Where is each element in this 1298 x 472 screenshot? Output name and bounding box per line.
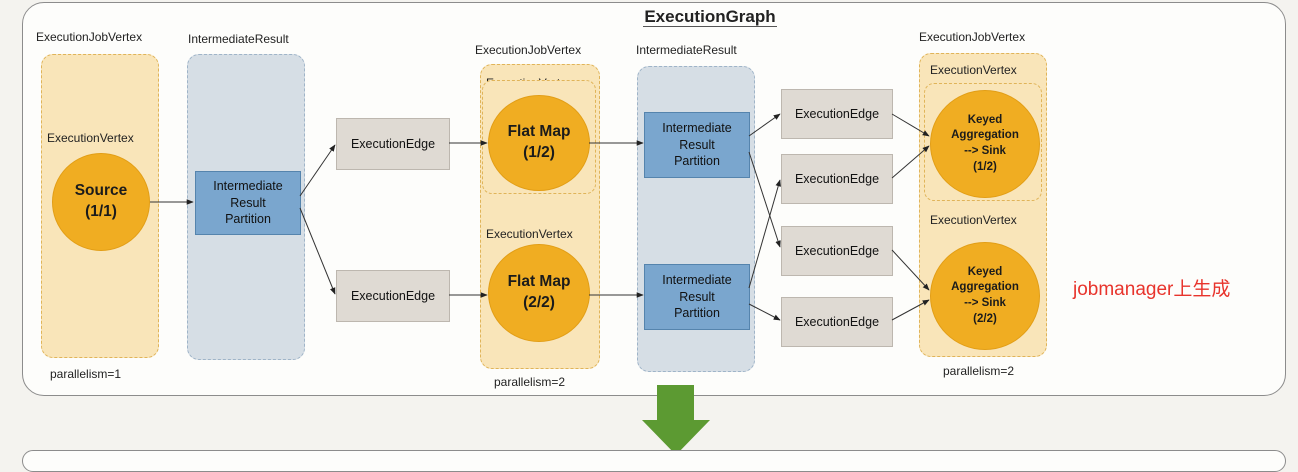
execution-edge-3: ExecutionEdge [781,89,893,139]
next-stage-frame [22,450,1286,472]
source-execution-vertex-label: ExecutionVertex [47,131,134,145]
flatmap-parallelism: parallelism=2 [494,375,566,389]
agg-job-vertex-label: ExecutionJobVertex [919,30,1026,44]
agg2-execution-vertex-label: ExecutionVertex [930,213,1017,227]
agg-parallelism: parallelism=2 [943,364,1015,378]
source-job-vertex-label: ExecutionJobVertex [36,30,143,44]
result-partition-2: Intermediate Result Partition [644,112,750,178]
execution-edge-5: ExecutionEdge [781,226,893,276]
flatmap2-execution-vertex-label: ExecutionVertex [486,227,573,241]
execution-edge-6: ExecutionEdge [781,297,893,347]
source-parallelism: parallelism=1 [50,367,122,381]
diagram-title: ExecutionGraph [643,7,777,27]
source-task-node: Source (1/1) [52,153,150,251]
flatmap-task-node-1: Flat Map (1/2) [488,95,590,191]
execution-edge-2: ExecutionEdge [336,270,450,322]
agg1-execution-vertex-label: ExecutionVertex [930,63,1017,77]
execution-edge-4: ExecutionEdge [781,154,893,204]
jobmanager-note: jobmanager上生成 [1073,279,1231,300]
result-partition-1: Intermediate Result Partition [195,171,301,235]
result2-label: IntermediateResult [636,43,737,57]
execution-edge-1: ExecutionEdge [336,118,450,170]
result-partition-3: Intermediate Result Partition [644,264,750,330]
flatmap-task-node-2: Flat Map (2/2) [488,244,590,342]
agg-task-node-2: Keyed Aggregation --> Sink (2/2) [930,242,1040,350]
agg-task-node-1: Keyed Aggregation --> Sink (1/2) [930,90,1040,198]
flatmap-job-vertex-label: ExecutionJobVertex [475,43,582,57]
result1-label: IntermediateResult [188,32,289,46]
